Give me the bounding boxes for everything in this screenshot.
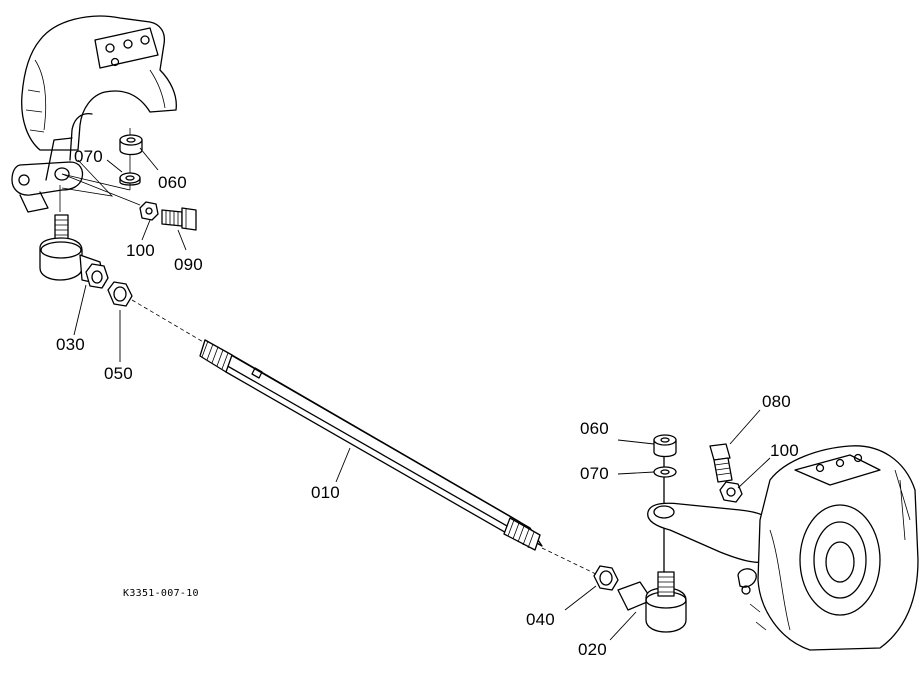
nut-040: [593, 565, 619, 591]
callout-100-top: 100: [126, 241, 155, 260]
tie-rod-010: [199, 339, 543, 551]
drawing-number: K3351-007-10: [123, 588, 199, 599]
callout-030: 030: [56, 335, 85, 354]
left-knuckle-housing: [11, 15, 177, 213]
callout-060-top: 060: [158, 173, 187, 192]
bolt-090: [161, 207, 197, 231]
callout-040: 040: [526, 610, 555, 629]
washer-070-top: [119, 172, 141, 186]
callout-010: 010: [311, 483, 340, 502]
callout-060-right: 060: [580, 419, 609, 438]
nut-100-right: [719, 481, 743, 503]
callout-050: 050: [104, 364, 133, 383]
nut-100-top: [139, 201, 159, 221]
nut-060-top: [119, 134, 143, 156]
callout-080: 080: [762, 392, 791, 411]
callout-070-top: 070: [74, 147, 103, 166]
nut-060-right: [653, 434, 677, 458]
callout-090: 090: [174, 255, 203, 274]
right-knuckle-housing: [647, 445, 919, 651]
callout-070-right: 070: [580, 464, 609, 483]
callout-100-right: 100: [770, 441, 799, 460]
tie-rod-end-020: [617, 571, 687, 633]
callout-020: 020: [578, 640, 607, 659]
nut-050: [85, 263, 133, 307]
washer-070-right: [653, 466, 677, 478]
bolt-080: [709, 443, 733, 483]
